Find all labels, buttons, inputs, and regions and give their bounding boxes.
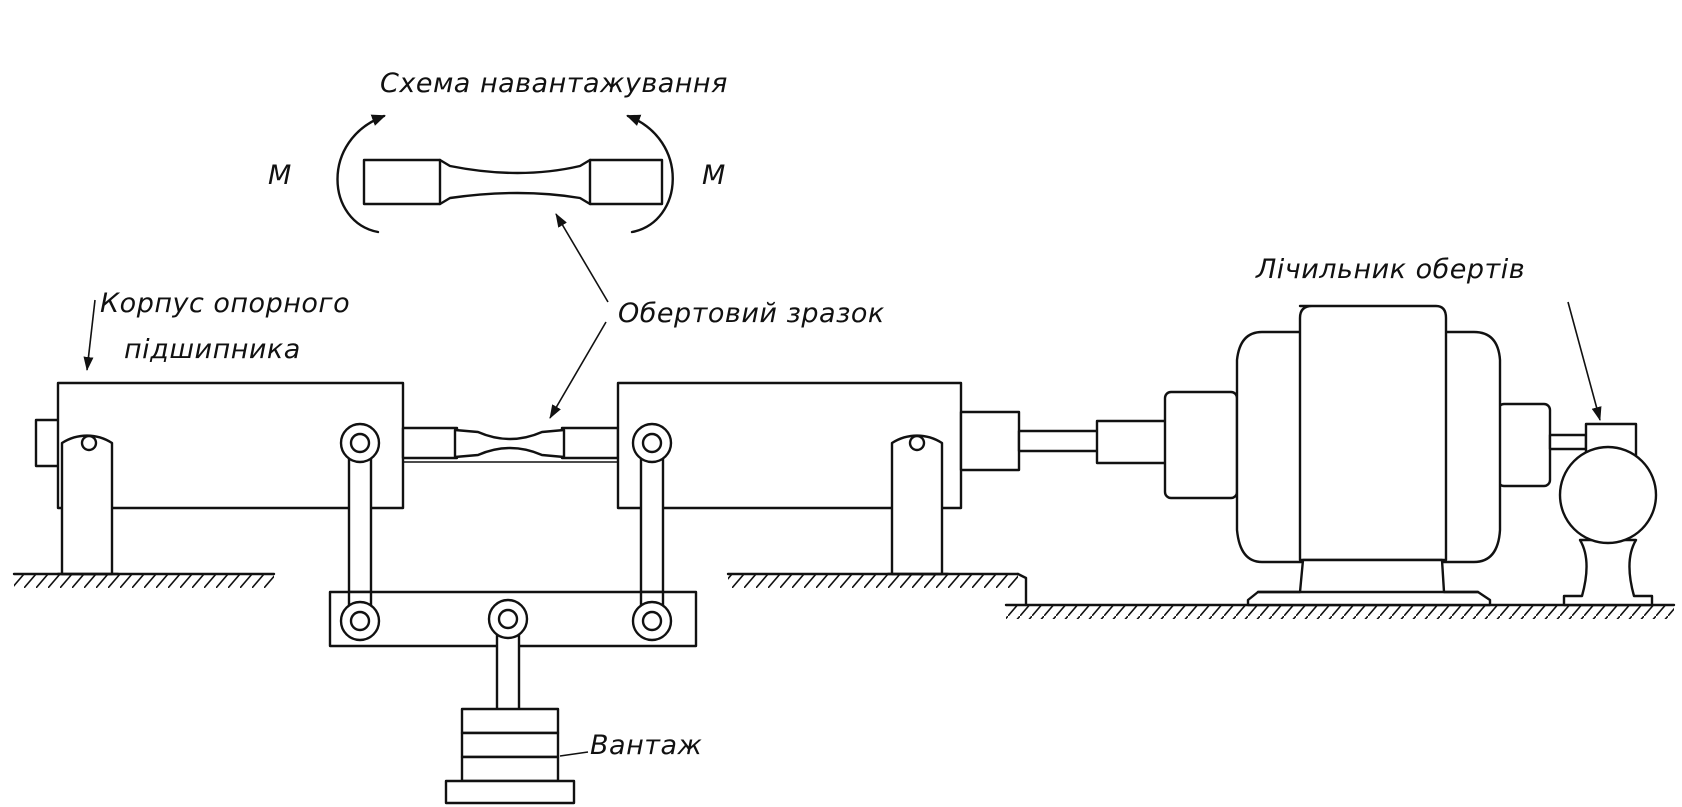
loading-linkage bbox=[328, 422, 698, 713]
left-bearing-housing bbox=[34, 381, 405, 576]
floor-hatch-middle bbox=[728, 574, 1018, 588]
drive-shaft bbox=[1017, 419, 1169, 465]
load-label: Вантаж bbox=[590, 730, 702, 761]
drive-shaft-rod bbox=[1017, 429, 1101, 453]
left-beam-eye-inner bbox=[349, 610, 371, 632]
floor-hatch-right bbox=[1006, 605, 1674, 619]
moment-label-right: M bbox=[702, 160, 726, 191]
left-beam-eye bbox=[339, 600, 381, 642]
leader-bearing-housing bbox=[83, 299, 96, 371]
leader-load bbox=[559, 751, 589, 757]
shaft-coupling bbox=[1095, 419, 1169, 465]
moment-label-left: M bbox=[268, 160, 292, 191]
weight-base-plate bbox=[444, 779, 576, 805]
right-pillar-pin bbox=[908, 434, 926, 452]
counter-pedestal bbox=[1562, 538, 1654, 607]
electric-motor bbox=[1163, 304, 1552, 607]
motor-right-flange bbox=[1496, 402, 1552, 488]
motor-stator-band bbox=[1298, 304, 1448, 562]
left-hanger-top-eye bbox=[339, 422, 381, 464]
motor-stand bbox=[1246, 558, 1492, 607]
center-beam-eye bbox=[487, 598, 529, 640]
leader-specimen-to-machine bbox=[549, 321, 607, 419]
weight-plate-3 bbox=[460, 755, 560, 783]
rotating-specimen-label: Обертовий зразок bbox=[618, 298, 885, 329]
counter-drive-shaft bbox=[1548, 433, 1588, 451]
right-bearing-housing bbox=[616, 381, 1021, 576]
loading-scheme-inset bbox=[336, 114, 674, 234]
left-pillar-pin bbox=[80, 434, 98, 452]
specimen-shaft bbox=[401, 426, 620, 463]
weight-plate-2 bbox=[460, 731, 560, 759]
left-housing-pillar bbox=[60, 434, 114, 576]
right-hanger-top-eye bbox=[631, 422, 673, 464]
revolution-counter bbox=[1548, 422, 1658, 607]
right-beam-eye bbox=[631, 600, 673, 642]
loading-scheme-label: Схема навантажування bbox=[380, 68, 728, 99]
left-hanger-top-eye-inner bbox=[349, 432, 371, 454]
right-collet bbox=[560, 426, 620, 460]
revolution-counter-label: Лічильник обертів bbox=[1255, 254, 1525, 285]
inset-specimen bbox=[362, 158, 664, 206]
floor-step bbox=[1016, 572, 1028, 607]
left-moment-arrow bbox=[336, 114, 386, 234]
right-hanger-top-eye-inner bbox=[641, 432, 663, 454]
right-moment-arrow bbox=[626, 114, 674, 234]
left-housing-end-cap bbox=[34, 418, 62, 468]
motor-left-flange bbox=[1163, 390, 1239, 500]
leader-specimen-to-inset bbox=[555, 213, 609, 303]
right-beam-eye-inner bbox=[641, 610, 663, 632]
counter-dial bbox=[1558, 445, 1658, 545]
left-collet bbox=[401, 426, 459, 460]
right-housing-pillar bbox=[890, 434, 944, 576]
center-beam-eye-inner bbox=[497, 608, 519, 630]
floor-hatch-left bbox=[14, 574, 274, 588]
bearing-housing-label-line1: Корпус опорного bbox=[100, 288, 350, 319]
leader-revolution-counter bbox=[1567, 301, 1602, 421]
weight-stack bbox=[444, 707, 576, 805]
test-specimen bbox=[453, 428, 566, 459]
right-housing-end-cap bbox=[959, 410, 1021, 472]
bearing-housing-label-line2: підшипника bbox=[124, 334, 301, 365]
weight-plate-1 bbox=[460, 707, 560, 735]
leader-lines bbox=[83, 213, 1602, 757]
